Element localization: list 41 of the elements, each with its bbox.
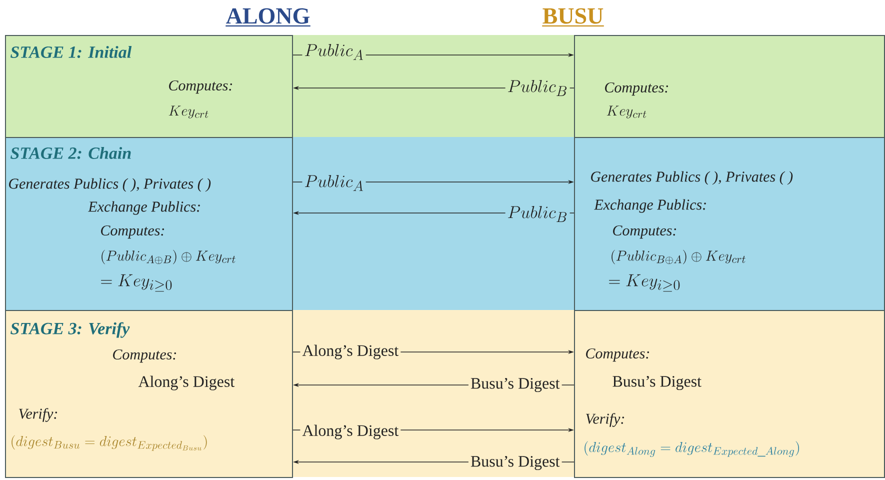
- cell-text: Verify:: [586, 413, 624, 427]
- edge-label: Busu’s Digest: [468, 376, 562, 394]
- edge-label: Busu’s Digest: [468, 454, 562, 472]
- edge-label: $Public_{A}$: [302, 173, 366, 193]
- cell-text: Computes:: [101, 225, 164, 239]
- formula: $(Public_{A\oplus B}) \oplus Key_{crt}$: [102, 250, 236, 264]
- formula: $Key_{crt}$: [168, 106, 208, 118]
- cell-text: Generates Publics ( ), Privates ( ): [591, 171, 793, 185]
- formula: $Key_{crt}$: [606, 106, 646, 118]
- cell-text: Computes:: [613, 225, 676, 239]
- table-cell: [574, 35, 885, 138]
- edge-label: $Public_{B}$: [505, 78, 570, 98]
- cell-text: Computes:: [586, 348, 650, 362]
- cell-text: Exchange Publics:: [594, 199, 706, 213]
- cell-text: Computes:: [169, 80, 232, 94]
- cell-text: Busu’s Digest: [612, 376, 702, 390]
- cell-text: Generates Publics ( ), Privates ( ): [9, 178, 211, 192]
- column-header: ALONG: [226, 8, 310, 27]
- formula: $= Key_{i\geq 0}$: [101, 274, 172, 292]
- cell-text: Computes:: [113, 349, 176, 363]
- table-cell: [5, 35, 293, 138]
- formula: $(digest_{Along} = digest_{Expected\_Along})$: [584, 441, 800, 457]
- stage-heading: STAGE 1: Initial: [10, 46, 132, 58]
- table-cell: [5, 137, 293, 311]
- edge-label: $Public_{A}$: [302, 42, 366, 62]
- edge-label: Along’s Digest: [300, 422, 401, 442]
- cell-text: Along’s Digest: [138, 376, 235, 390]
- edge-label: Along’s Digest: [300, 342, 401, 362]
- table-cell: [5, 310, 293, 478]
- cell-text: Computes:: [605, 82, 668, 96]
- edge-label: $Public_{B}$: [505, 204, 570, 224]
- cell-text: Verify:: [19, 408, 58, 422]
- stage-heading: STAGE 3: Verify: [10, 322, 130, 338]
- table-cell: [574, 137, 885, 311]
- formula: $(digest_{Busu} = digest_{Expected_{Busu}})$: [12, 435, 207, 451]
- formula: $(Public_{B\oplus A}) \oplus Key_{crt}$: [612, 250, 746, 264]
- column-header: BUSU: [542, 8, 604, 27]
- stage-heading: STAGE 2: Chain: [10, 146, 131, 160]
- cell-text: Exchange Publics:: [88, 201, 200, 215]
- table-cell: [574, 310, 885, 478]
- formula: $= Key_{i\geq 0}$: [609, 274, 680, 292]
